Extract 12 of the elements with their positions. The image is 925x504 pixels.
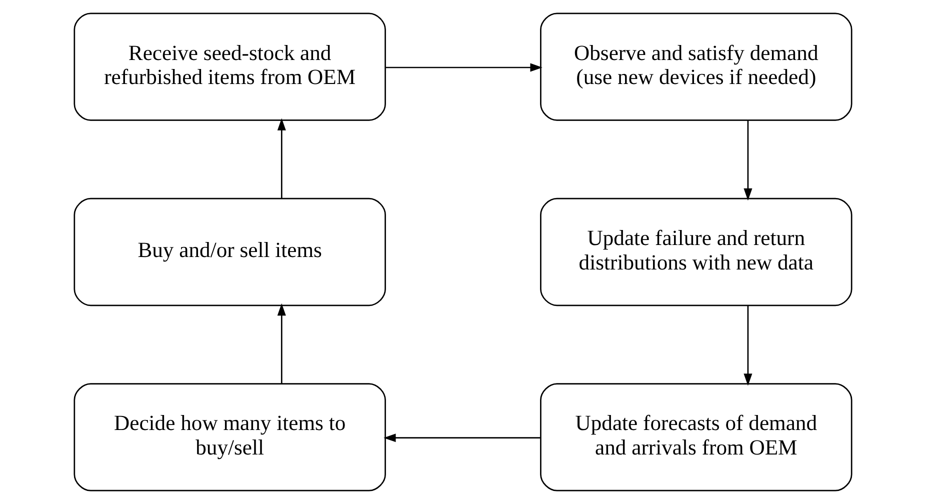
node-box: Observe and satisfy demand (use new devices if needed): [540, 12, 852, 121]
arrow: [743, 120, 752, 201]
arrow: [385, 63, 542, 72]
arrow: [276, 118, 286, 198]
node-box: Receive seed-stock and refurbished items from OEM: [73, 12, 386, 121]
arrow: [276, 303, 286, 384]
node-box: Buy and/or sell items: [73, 198, 386, 306]
arrow: [743, 306, 752, 386]
arrow: [383, 434, 540, 442]
node-box: Update forecasts of demand and arrivals from OEM: [540, 383, 852, 492]
node-box: Update failure and return distributions with new data: [540, 198, 852, 306]
node-box: Decide how many items to buy/sell: [73, 383, 386, 492]
